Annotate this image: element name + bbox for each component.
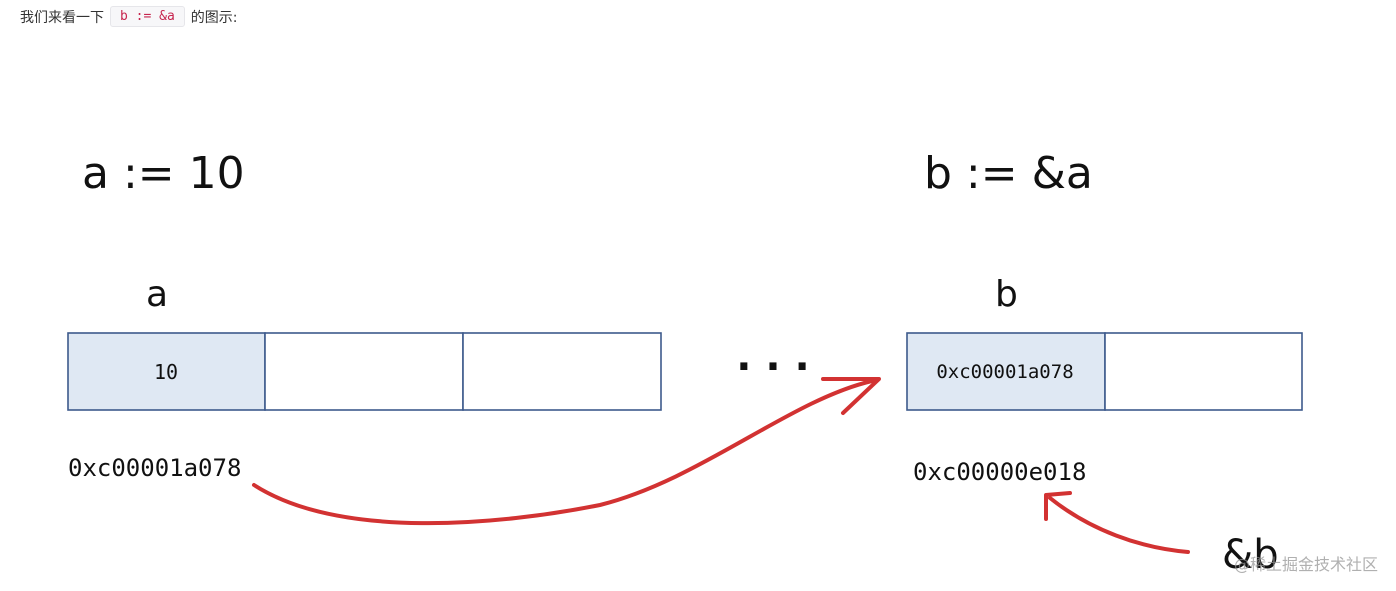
intro-text-before: 我们来看一下 (20, 9, 104, 26)
intro-line: 我们来看一下 b := &a 的图示: (20, 6, 238, 27)
ellipsis: . . . (736, 334, 809, 380)
cell-a-2 (264, 332, 464, 411)
cell-b-2 (1104, 332, 1303, 411)
ref-b-label: &b (1222, 532, 1279, 578)
watermark: @稀土掘金技术社区 (1233, 555, 1378, 574)
address-arrow-head (1044, 491, 1072, 521)
address-b: 0xc00000e018 (913, 458, 1086, 486)
cell-a-value: 10 (154, 360, 178, 384)
address-a: 0xc00001a078 (68, 454, 241, 482)
var-b-label: b (995, 274, 1018, 315)
inline-code: b := &a (110, 6, 185, 27)
right-statement: b := &a (924, 148, 1093, 199)
cell-a-1 (67, 332, 266, 411)
pointer-arrow-head (821, 377, 881, 415)
cell-a-3 (462, 332, 662, 411)
cell-b-value: 0xc00001a078 (936, 361, 1073, 383)
intro-text-after: 的图示: (190, 9, 238, 26)
left-statement: a := 10 (82, 148, 245, 199)
address-of-b-arrow-icon (1044, 491, 1190, 554)
memory-block-b: 0xc00001a078 (906, 332, 1303, 411)
address-arrow-curve (1048, 496, 1190, 554)
cell-b-1 (906, 332, 1106, 411)
memory-block-a: 10 (67, 332, 662, 411)
pointer-arrow-curve (252, 379, 874, 526)
var-a-label: a (146, 274, 168, 315)
pointer-arrow-icon (252, 377, 881, 526)
